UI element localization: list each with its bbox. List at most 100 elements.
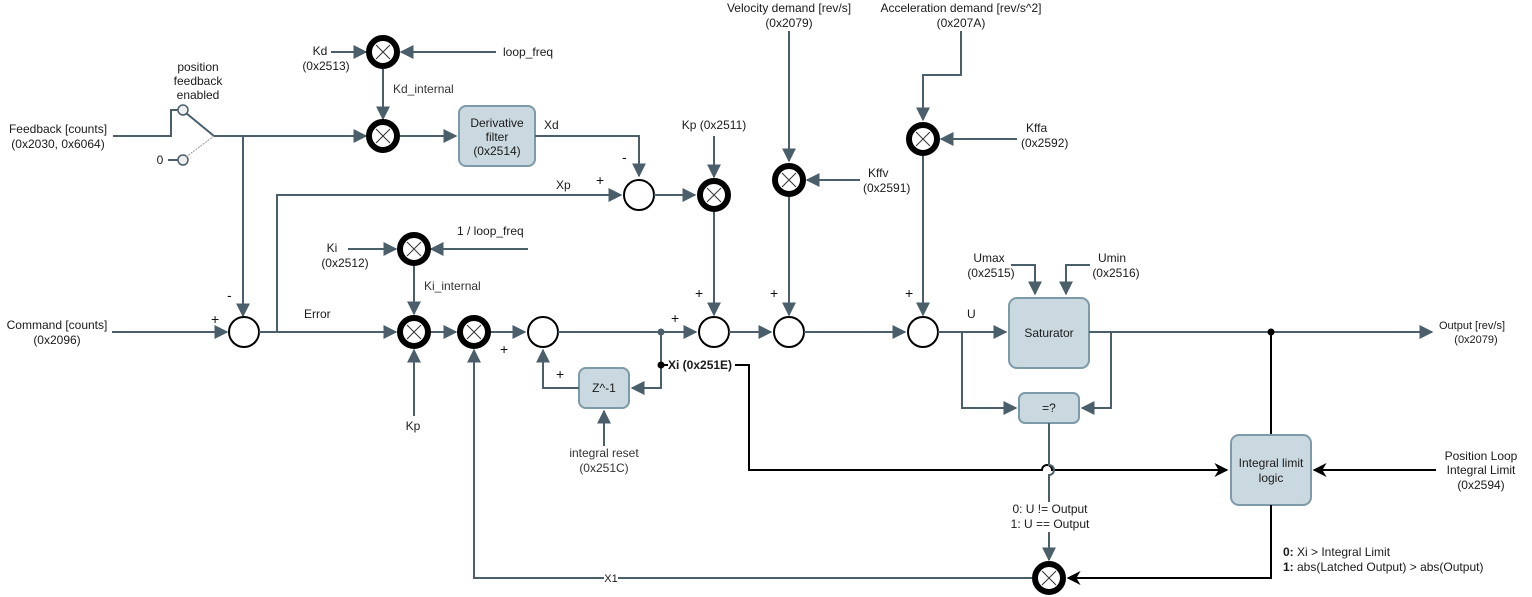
output-label: Output [rev/s] — [1439, 320, 1505, 332]
gate-multiplier — [1032, 561, 1066, 595]
inv-loop-freq-label: 1 / loop_freq — [457, 224, 524, 238]
kd-internal-label: Kd_internal — [393, 82, 454, 96]
u-to-compare-wire — [961, 332, 1018, 415]
p-sum-junction — [698, 316, 730, 348]
loop-freq-label: loop_freq — [503, 45, 553, 59]
error-sum-junction — [228, 316, 260, 348]
umin-address: (0x2516) — [1092, 266, 1139, 280]
position-loop-limit-label-2: Integral Limit — [1447, 463, 1516, 477]
velocity-demand-address: (0x2079) — [765, 16, 812, 30]
limit-state-0: 0: Xi > Integral Limit — [1283, 545, 1391, 559]
velocity-demand-label: Velocity demand [rev/s] — [727, 1, 851, 15]
xp-wire — [276, 188, 623, 332]
error-label: Error — [304, 307, 331, 321]
position-loop-limit-address: (0x2594) — [1457, 478, 1504, 492]
command-label: Command [counts] — [7, 318, 108, 332]
xp-label: Xp — [556, 178, 571, 192]
integrator-sum-junction — [527, 316, 559, 348]
error-ki-multiplier — [397, 315, 431, 349]
umin-label: Umin — [1098, 251, 1126, 265]
umin-wire — [1059, 264, 1090, 296]
xi-label: Xi (0x251E) — [668, 358, 732, 372]
gate-plus-sign: + — [500, 341, 508, 357]
switch-alt-path — [185, 135, 215, 158]
kd-address: (0x2513) — [302, 59, 349, 73]
zero-label: 0 — [157, 153, 164, 167]
delay-plus-sign: + — [556, 366, 564, 382]
xd-wire — [535, 135, 646, 178]
output-to-compare-wire — [1080, 332, 1112, 415]
svg-text:Derivative: Derivative — [470, 116, 524, 130]
switch-label-2: feedback — [174, 74, 224, 88]
command-plus-sign: + — [211, 311, 219, 327]
switch-contact-zero — [177, 154, 189, 166]
x1-label: X1 — [604, 573, 617, 585]
kp-multiplier — [697, 178, 731, 212]
kffa-label: Kffa — [1026, 121, 1047, 135]
compare-output-wire-top — [1048, 423, 1055, 502]
xd-label: Xd — [544, 118, 559, 132]
feedback-wire — [113, 109, 179, 137]
umax-address: (0x2515) — [967, 266, 1014, 280]
umax-wire — [1011, 264, 1042, 296]
ki-multiplier — [397, 232, 431, 266]
svg-text:Saturator: Saturator — [1024, 326, 1073, 340]
kffv-address: (0x2591) — [863, 181, 910, 195]
command-address: (0x2096) — [33, 333, 80, 347]
x1-wire — [467, 348, 1032, 579]
svg-text:=?: =? — [1042, 401, 1056, 415]
ki-address: (0x2512) — [321, 256, 368, 270]
switch-lever[interactable] — [185, 112, 215, 137]
kffv-multiplier — [772, 163, 806, 197]
umax-label: Umax — [973, 251, 1004, 265]
delay-to-sum-wire — [536, 348, 579, 389]
xi-to-limit-logic-wire — [735, 364, 1229, 477]
integrator-plus-sign: + — [671, 310, 679, 326]
velocity-sum-junction — [773, 316, 805, 348]
switch-contact-feedback — [177, 104, 189, 116]
acceleration-demand-label: Acceleration demand [rev/s^2] — [880, 1, 1041, 15]
derivative-multiplier — [366, 119, 400, 153]
kffa-address: (0x2592) — [1021, 136, 1068, 150]
kffv-plus-sign: + — [770, 285, 778, 301]
derivative-filter-block[interactable]: Derivative filter (0x2514) — [458, 105, 536, 167]
integral-reset-address: (0x251C) — [579, 461, 628, 475]
saturator-block[interactable]: Saturator — [1008, 297, 1090, 369]
acceleration-demand-wire — [916, 31, 962, 122]
xd-minus-sign: - — [622, 149, 627, 165]
svg-text:filter: filter — [486, 130, 509, 144]
svg-text:Z^-1: Z^-1 — [592, 381, 616, 395]
compare-state-0: 0: U != Output — [1012, 502, 1088, 516]
u-label: U — [967, 307, 976, 321]
acceleration-sum-junction — [907, 316, 939, 348]
compare-state-1: 1: U == Output — [1011, 517, 1090, 531]
kp-top-label: Kp (0x2511) — [682, 118, 746, 132]
kp-plus-sign: + — [695, 285, 703, 301]
svg-text:logic: logic — [1259, 471, 1284, 485]
delay-block[interactable]: Z^-1 — [578, 367, 630, 409]
xi-feedback-wire — [630, 332, 662, 395]
xp-plus-sign: + — [596, 172, 604, 188]
integral-limit-logic-block[interactable]: Integral limit logic — [1230, 434, 1312, 506]
acceleration-demand-address: (0x207A) — [937, 16, 986, 30]
kd-multiplier — [366, 35, 400, 69]
switch-label-1: position — [177, 60, 218, 74]
output-address: (0x2079) — [1454, 334, 1497, 346]
svg-text:Integral limit: Integral limit — [1239, 456, 1304, 470]
feedback-label: Feedback [counts] — [9, 122, 107, 136]
limit-state-1: 1: abs(Latched Output) > abs(Output) — [1283, 560, 1483, 574]
integral-gate-multiplier — [457, 315, 491, 349]
kp-bottom-label: Kp — [406, 419, 421, 433]
switch-label-3: enabled — [177, 88, 220, 102]
kffv-label: Kffv — [868, 166, 888, 180]
integral-reset-label: integral reset — [569, 446, 639, 460]
position-loop-limit-label-1: Position Loop — [1445, 449, 1518, 463]
kffa-plus-sign: + — [905, 285, 913, 301]
kd-label: Kd — [313, 44, 328, 58]
svg-text:(0x2514): (0x2514) — [473, 144, 520, 158]
feedback-minus-sign: - — [227, 287, 232, 303]
compare-block[interactable]: =? — [1018, 392, 1080, 424]
pd-sum-junction — [623, 179, 655, 211]
feedback-address: (0x2030, 0x6064) — [11, 137, 104, 151]
